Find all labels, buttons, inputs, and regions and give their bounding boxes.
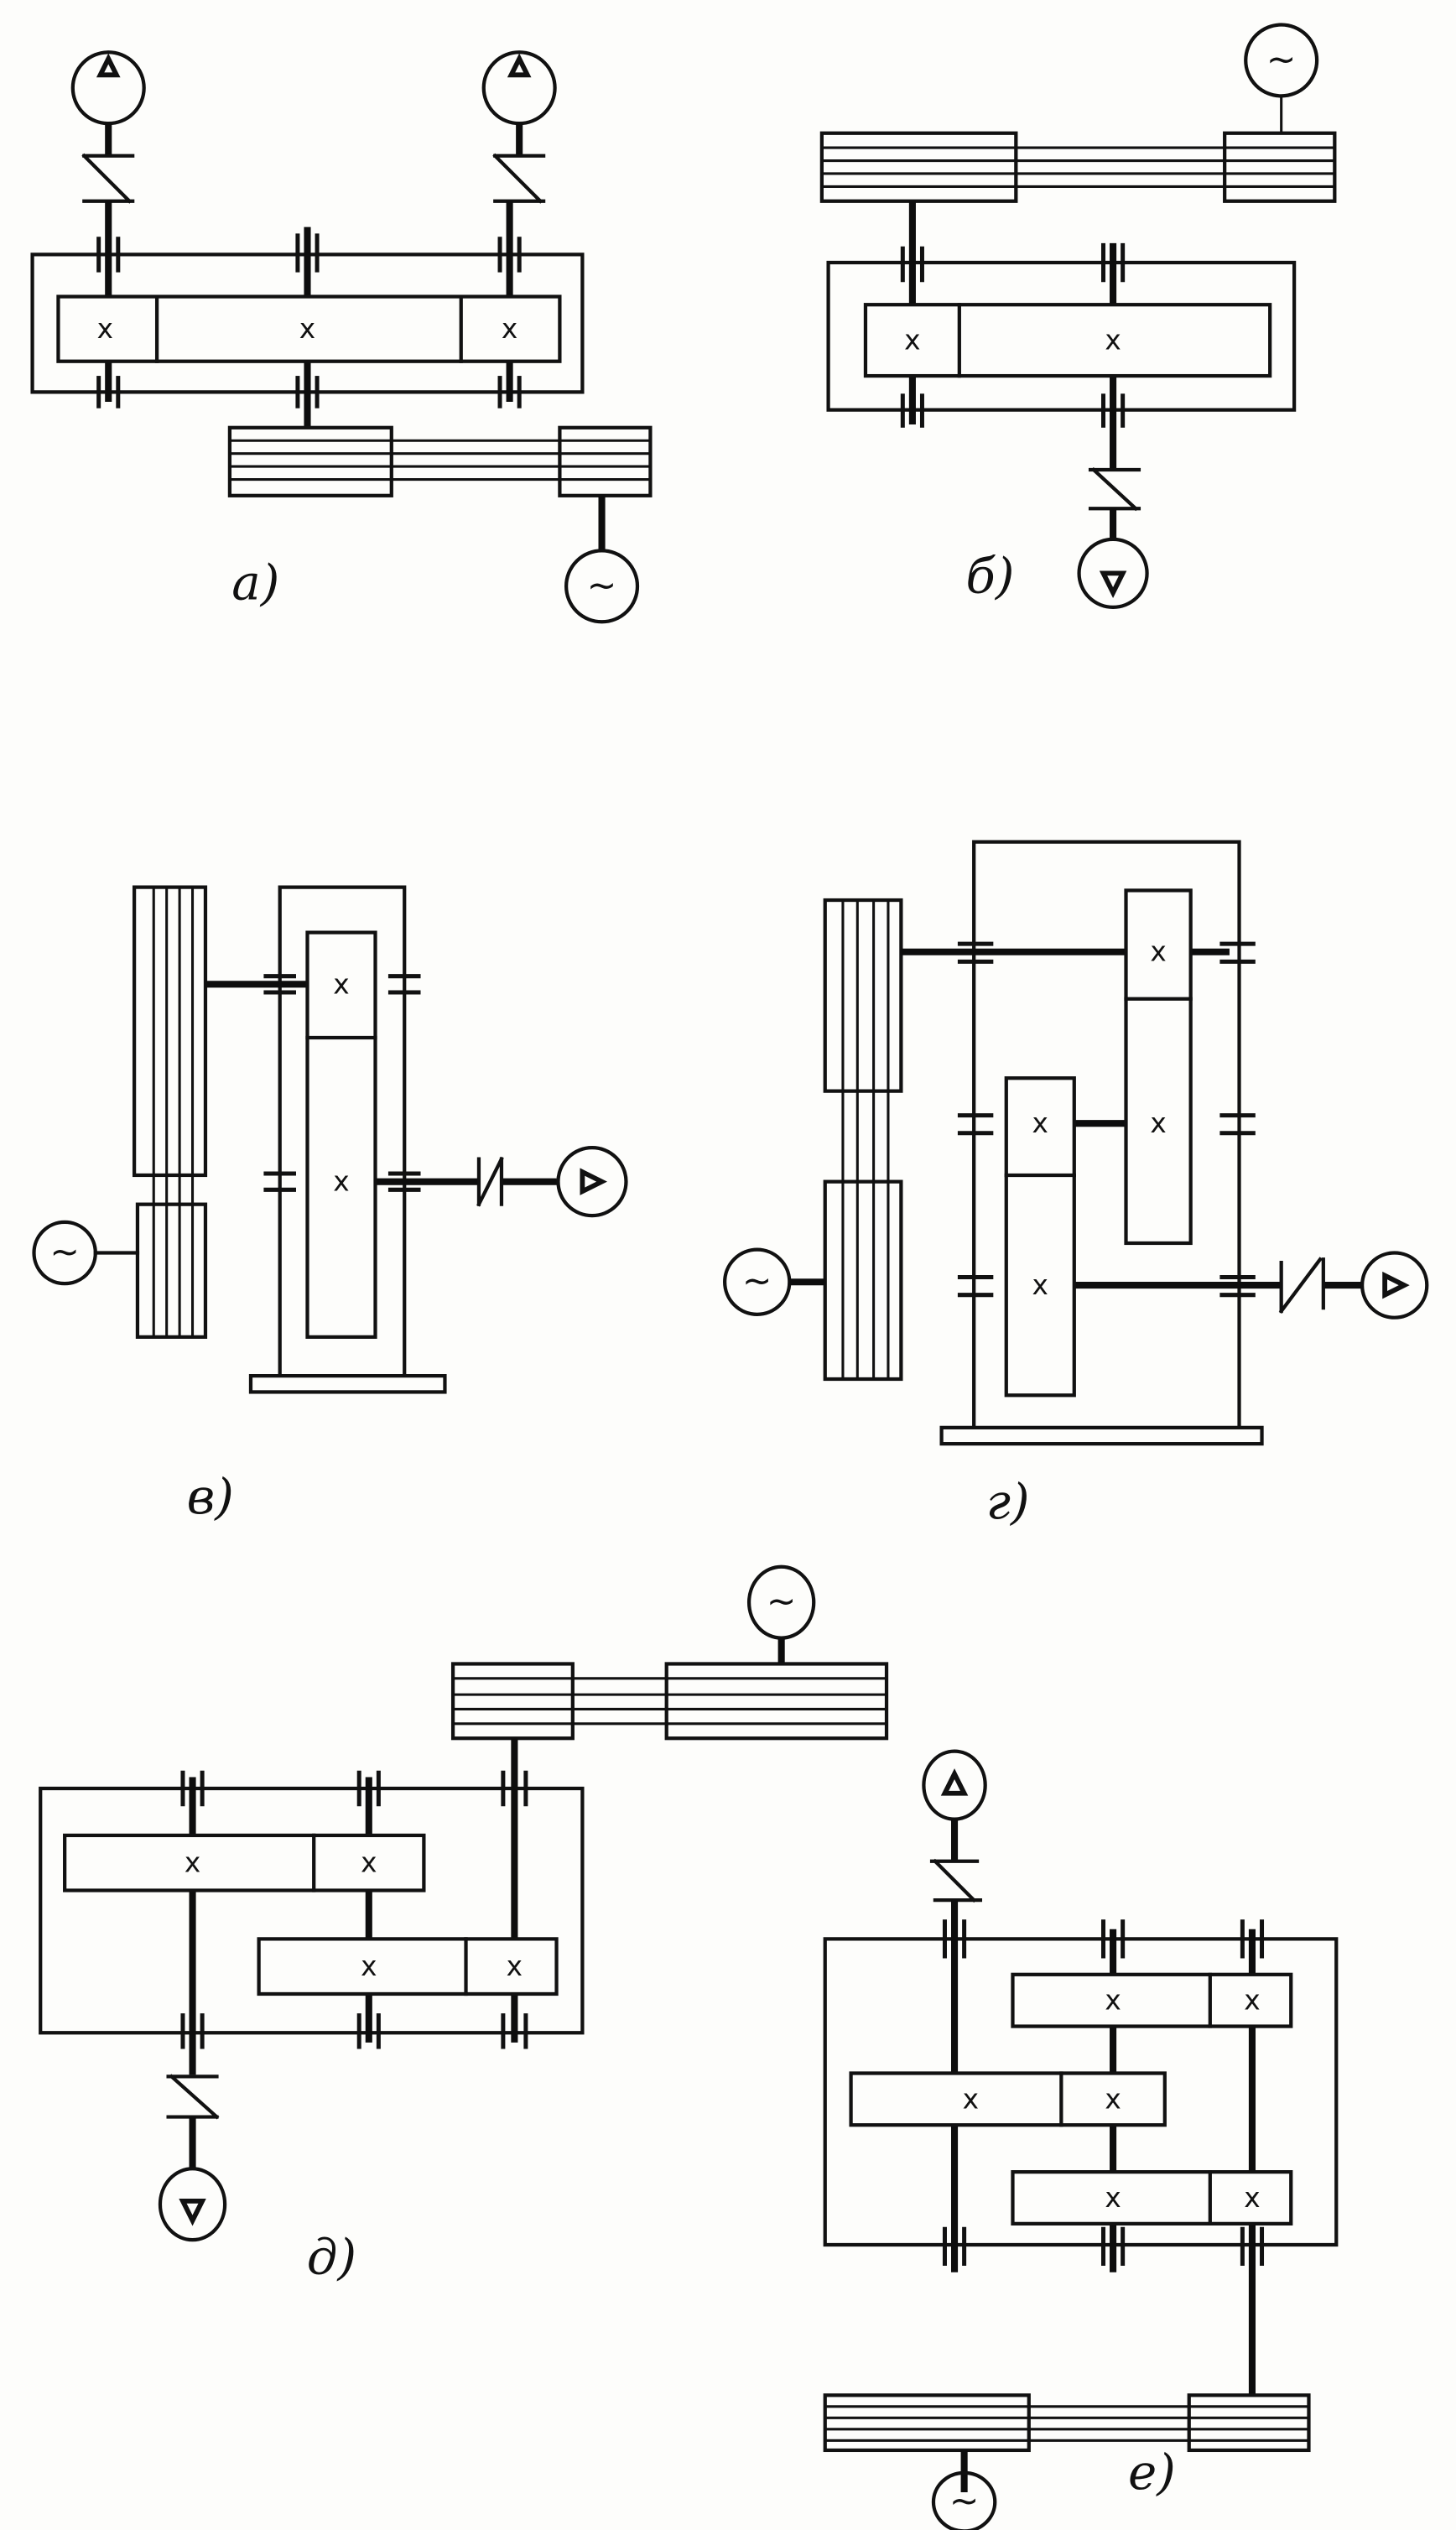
gear-mark: x [361, 1950, 377, 1982]
panel-g: ~ x x x x г) [723, 840, 1429, 1530]
driven-machine-icon [556, 1146, 628, 1218]
coupling-icon [1278, 1257, 1325, 1314]
coupling-icon [1088, 466, 1141, 512]
gear-mark: x [333, 968, 349, 1000]
housing [39, 1786, 585, 2035]
coupling-icon [166, 2074, 220, 2120]
coupling-icon [81, 123, 135, 204]
gear-train-stage-3: x x [1011, 2170, 1293, 2225]
gear-mark: x [502, 313, 517, 345]
electric-motor-icon: ~ [746, 1564, 816, 1640]
electric-motor-icon: ~ [931, 2470, 997, 2530]
belt-drive [819, 131, 1337, 203]
gear-mark: x [1032, 1269, 1048, 1301]
gear-train-stage-2: x x [257, 1937, 559, 1996]
gear-mark: x [1244, 2182, 1260, 2214]
bearing [942, 1919, 1265, 2267]
panel-a: x x x ~ а) [30, 50, 653, 624]
base-plate [248, 1374, 447, 1394]
driven-machine-icon [922, 1749, 987, 1821]
gear-mark: x [1150, 936, 1166, 968]
bearing [957, 941, 1256, 1298]
belt-drive [132, 885, 208, 1339]
gear-mark: x [361, 1847, 377, 1879]
svg-text:~: ~ [1266, 39, 1297, 81]
panel-b: ~ x x б) [819, 23, 1337, 610]
gear-mark: x [1105, 325, 1121, 357]
svg-text:~: ~ [587, 565, 617, 606]
gear-mark: x [507, 1950, 523, 1982]
coupling-icon [929, 1858, 983, 1903]
driven-machine-icon [1077, 537, 1149, 610]
coupling-icon [492, 123, 546, 204]
base-plate [939, 1425, 1264, 1446]
driven-machine-icon [1360, 1251, 1429, 1320]
driven-machine-icon [70, 50, 146, 126]
gear-mark: x [963, 2083, 979, 2115]
gear-train: x x [863, 303, 1272, 378]
housing [826, 260, 1297, 412]
gear-mark: x [1105, 2182, 1121, 2214]
driven-machine-icon [158, 2167, 227, 2242]
gear-train-stage-1: x x [1011, 1972, 1293, 2028]
panel-v: ~ x x в) [32, 885, 628, 1525]
svg-text:~: ~ [742, 1262, 772, 1303]
panel-label: в) [187, 1468, 234, 1525]
gear-mark: x [97, 313, 113, 345]
svg-text:~: ~ [767, 1582, 797, 1623]
bearing [900, 242, 1126, 428]
electric-motor-icon: ~ [32, 1220, 97, 1286]
gear-mark: x [1032, 1107, 1048, 1139]
gear-mark: x [299, 313, 315, 345]
gear-train: x x [305, 930, 377, 1339]
panel-d: ~ x x x x д) [39, 1564, 889, 2286]
gear-train-stage-1: x x [1124, 888, 1193, 1246]
belt-drive [450, 1662, 889, 1741]
belt-drive [823, 2393, 1311, 2453]
svg-text:~: ~ [49, 1232, 80, 1273]
housing [823, 1937, 1339, 2247]
belt-drive [227, 425, 653, 497]
housing [278, 885, 407, 1378]
panel-label: б) [966, 548, 1015, 605]
panel-label: а) [231, 554, 279, 611]
gear-mark: x [185, 1847, 200, 1879]
panel-label: е) [1128, 2444, 1176, 2501]
electric-motor-icon: ~ [723, 1247, 792, 1316]
gear-train-stage-2: x x [849, 2071, 1167, 2127]
gear-mark: x [1150, 1107, 1166, 1139]
gear-mark: x [1244, 1985, 1260, 2017]
electric-motor-icon: ~ [1244, 23, 1319, 98]
gear-mark: x [333, 1166, 349, 1198]
gear-train-stage-2: x x [1004, 1076, 1076, 1398]
coupling-icon [476, 1156, 504, 1207]
bearing [263, 974, 421, 1192]
panel-e: x x x x x x ~ е) [823, 1749, 1339, 2530]
belt-drive [823, 898, 903, 1382]
gear-mark: x [904, 325, 920, 357]
driven-machine-icon [481, 50, 557, 126]
gear-mark: x [1105, 1985, 1121, 2017]
bearing [96, 233, 522, 409]
gear-mark: x [1105, 2083, 1121, 2115]
panel-label: г) [986, 1473, 1030, 1530]
gear-train-stage-1: x x [63, 1833, 426, 1892]
panel-label: д) [307, 2229, 356, 2286]
bearing [180, 1770, 528, 2049]
svg-text:~: ~ [949, 2481, 980, 2522]
gear-train: x x x [56, 294, 562, 363]
electric-motor-icon: ~ [564, 549, 640, 624]
